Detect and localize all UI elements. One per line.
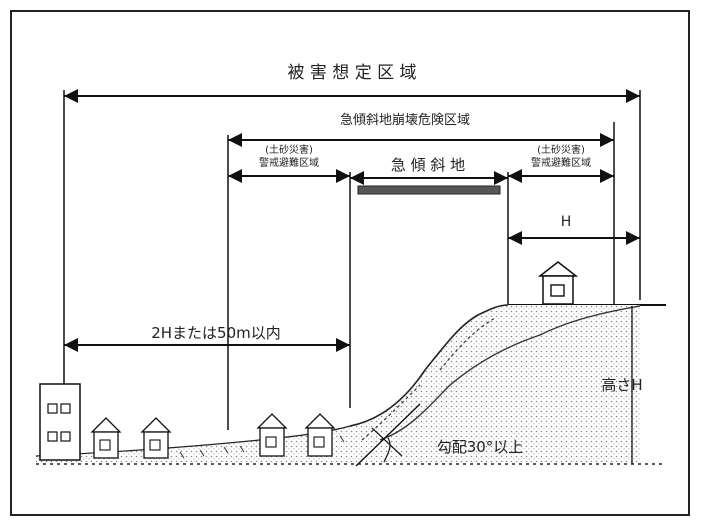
height-symbol-label: H: [561, 214, 572, 230]
diagram-frame: [10, 10, 690, 516]
angle-line: [355, 403, 421, 467]
angle-arc: [383, 437, 391, 463]
within-2h-label: 2Hまたは50m以内: [151, 324, 281, 342]
left-zone-label-2: 警戒避難区域: [259, 156, 319, 169]
steep-slope-land-bar: [357, 185, 501, 195]
steep-slope-land-label: 急 傾 斜 地: [391, 156, 465, 174]
height-h-label: 高さH: [601, 376, 642, 394]
lowland-house-icon-2: [140, 417, 172, 459]
angle-tick: [371, 427, 403, 457]
slope-inner-line: [379, 305, 641, 441]
slope-soil-mass: [350, 305, 640, 462]
collapse-area-label: 急傾斜地崩壊危険区域: [340, 113, 470, 128]
right-zone-label-1: (土砂災害): [537, 143, 585, 156]
lowland-house-icon-1: [90, 417, 122, 459]
slope-dashed-line: [361, 384, 421, 441]
lowland-soil: [36, 426, 350, 462]
apartment-building-icon: [39, 383, 81, 461]
gradient-label: 勾配30°以上: [437, 438, 524, 456]
lowland-house-icon-3: [256, 413, 288, 457]
ground-texture: [179, 435, 345, 459]
lowland-house-icon-4: [304, 413, 336, 457]
slope-surface-line: [349, 304, 509, 427]
left-zone-label-1: (土砂災害): [265, 143, 313, 156]
plateau-house-icon: [537, 261, 579, 305]
right-zone-label-2: 警戒避難区域: [531, 156, 591, 169]
hazard-area-label: 被 害 想 定 区 域: [287, 63, 416, 83]
slope-dashed-line-2: [439, 317, 496, 371]
